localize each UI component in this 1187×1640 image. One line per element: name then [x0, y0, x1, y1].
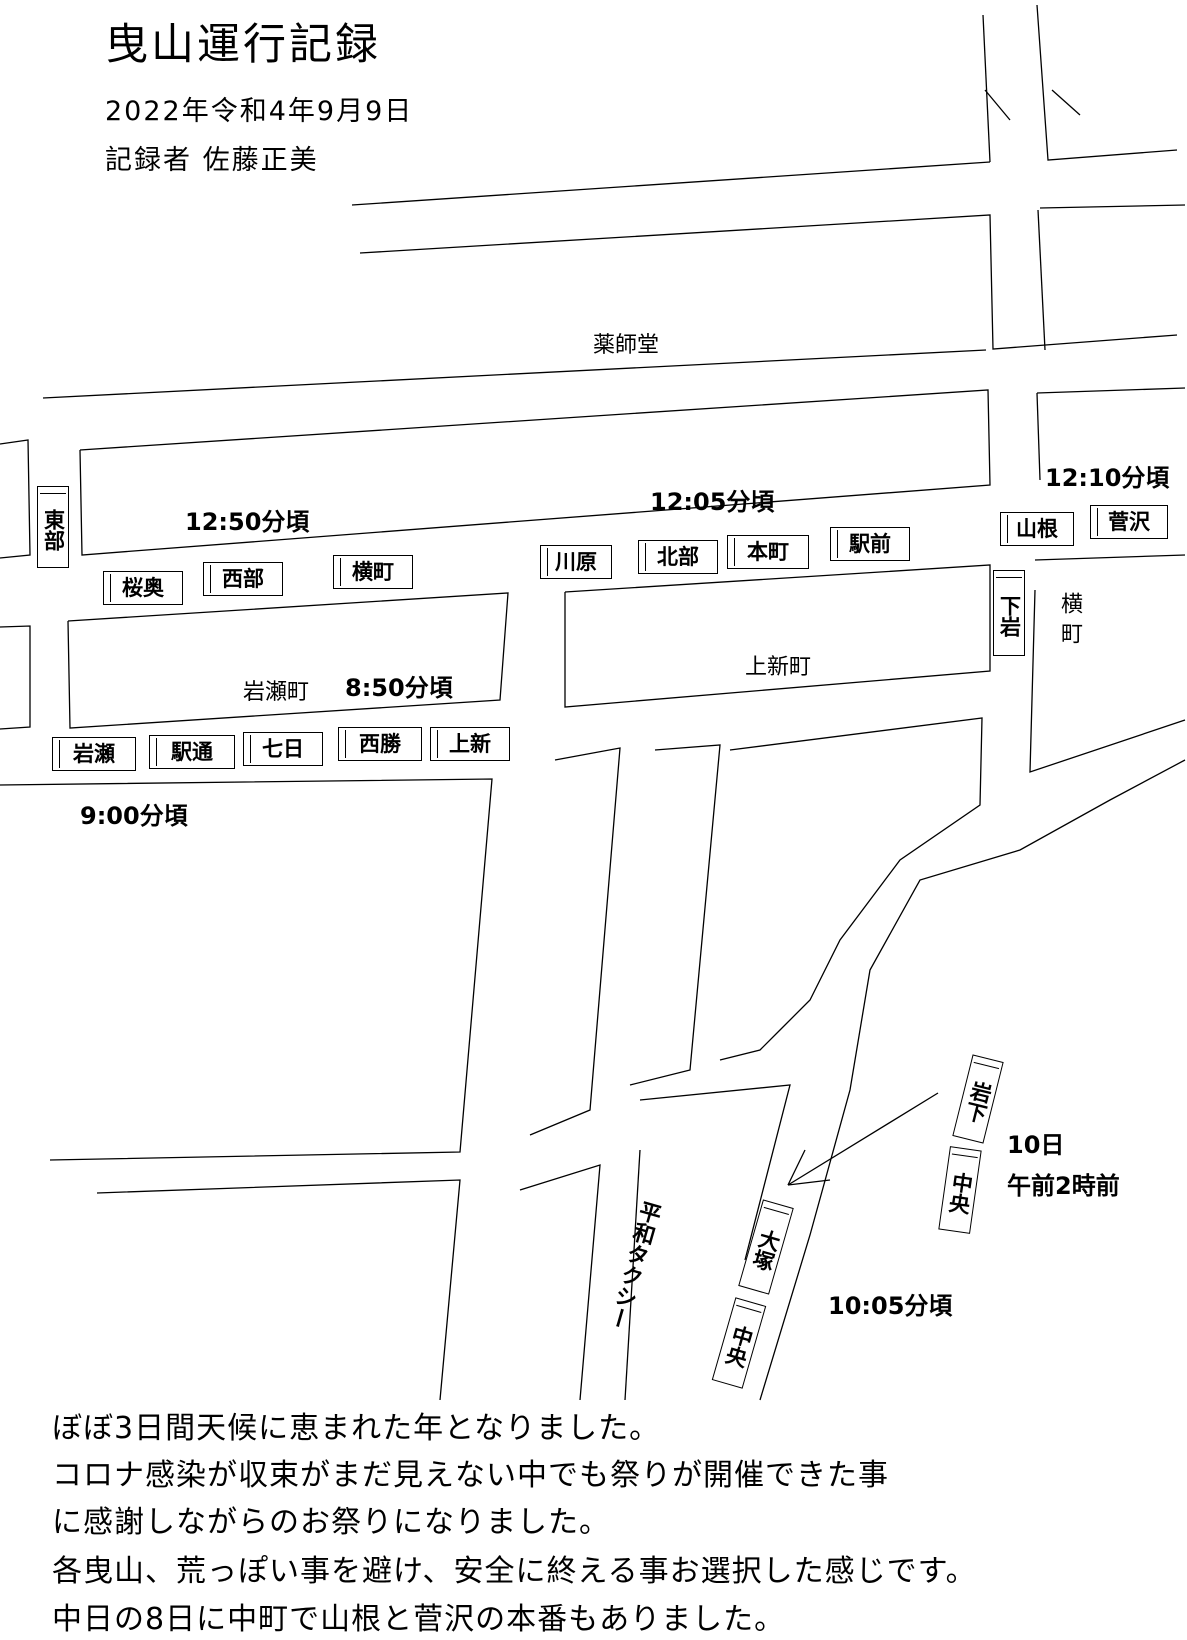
road-line — [639, 1084, 791, 1261]
recorder-name: 記録者 佐藤正美 — [105, 145, 319, 176]
road-line — [1037, 209, 1046, 351]
time-label-before-2am: 午前2時前 — [1007, 1172, 1120, 1200]
place-iwase-cho: 岩瀬町 — [243, 680, 310, 705]
place-kamishin-cho: 上新町 — [745, 655, 812, 680]
road-line — [529, 747, 621, 1136]
road-line — [1051, 89, 1081, 116]
note-line-2: コロナ感染が収束がまだ見えない中でも祭りが開催できた事 — [52, 1458, 889, 1493]
road-line — [1029, 589, 1186, 773]
float-yokocho: 横町 — [333, 555, 413, 589]
float-nishikatsu: 西勝 — [338, 727, 422, 761]
road-line — [0, 778, 493, 1161]
float-shimoiwa: 下岩 — [993, 570, 1025, 656]
page-title: 曳山運行記録 — [105, 20, 381, 70]
road-line — [629, 744, 721, 1086]
road-line — [79, 389, 991, 556]
note-line-3: に感謝しながらのお祭りになりました。 — [52, 1505, 610, 1540]
float-ouou: 桜奥 — [103, 571, 183, 605]
float-nishibe: 西部 — [203, 562, 283, 596]
road-line — [42, 349, 987, 399]
road-line — [1036, 387, 1186, 394]
note-line-4: 各曳山、荒っぽい事を避け、安全に終える事お選択した感じです。 — [52, 1554, 977, 1589]
float-kawahara: 川原 — [540, 545, 612, 579]
time-label-1005: 10:05分頃 — [828, 1292, 953, 1320]
float-hokubu: 北部 — [638, 540, 718, 574]
road-line — [67, 592, 509, 729]
road-line — [1036, 4, 1178, 161]
note-line-1: ぼぼ3日間天候に恵まれた年となりました。 — [52, 1411, 661, 1446]
float-kamishin: 上新 — [430, 727, 510, 761]
time-label-1205: 12:05分頃 — [650, 488, 775, 516]
time-label-1250: 12:50分頃 — [185, 508, 310, 536]
time-label-0900: 9:00分頃 — [80, 802, 188, 830]
float-sugesawa: 菅沢 — [1090, 505, 1168, 539]
float-iwase: 岩瀬 — [52, 737, 136, 771]
road-line — [759, 759, 1186, 1401]
float-higashibe: 東部 — [37, 486, 69, 568]
time-label-1210: 12:10分頃 — [1045, 464, 1170, 492]
road-line — [96, 1179, 461, 1401]
time-label-0850: 8:50分頃 — [345, 674, 453, 702]
road-line — [564, 564, 991, 708]
road-line — [519, 1164, 601, 1401]
road-line — [982, 14, 991, 163]
road-line — [0, 439, 31, 559]
road-line — [351, 161, 991, 206]
place-yakushido: 薬師堂 — [593, 333, 660, 358]
float-ekidori: 駅通 — [149, 735, 235, 769]
record-date: 2022年令和4年9月9日 — [105, 96, 414, 127]
direction-arrow-head — [787, 1149, 806, 1186]
road-line — [0, 625, 31, 730]
float-ekimae: 駅前 — [830, 527, 910, 561]
road-line — [624, 1149, 641, 1401]
direction-arrow-head — [787, 1179, 831, 1186]
road-line — [1039, 204, 1186, 209]
direction-arrow-line — [787, 1092, 939, 1186]
road-line — [719, 717, 983, 1061]
float-nanoka: 七日 — [243, 732, 323, 766]
road-line — [1034, 554, 1186, 561]
note-line-5: 中日の8日に中町で山根と菅沢の本番もありました。 — [52, 1602, 786, 1637]
road-line — [984, 89, 1011, 121]
road-line — [359, 214, 1178, 350]
place-yoko-cho: 横町 — [1057, 592, 1082, 652]
float-yamane: 山根 — [1000, 512, 1074, 546]
road-line — [1036, 392, 1041, 481]
float-honmachi: 本町 — [727, 535, 809, 569]
time-label-day10: 10日 — [1007, 1131, 1065, 1159]
